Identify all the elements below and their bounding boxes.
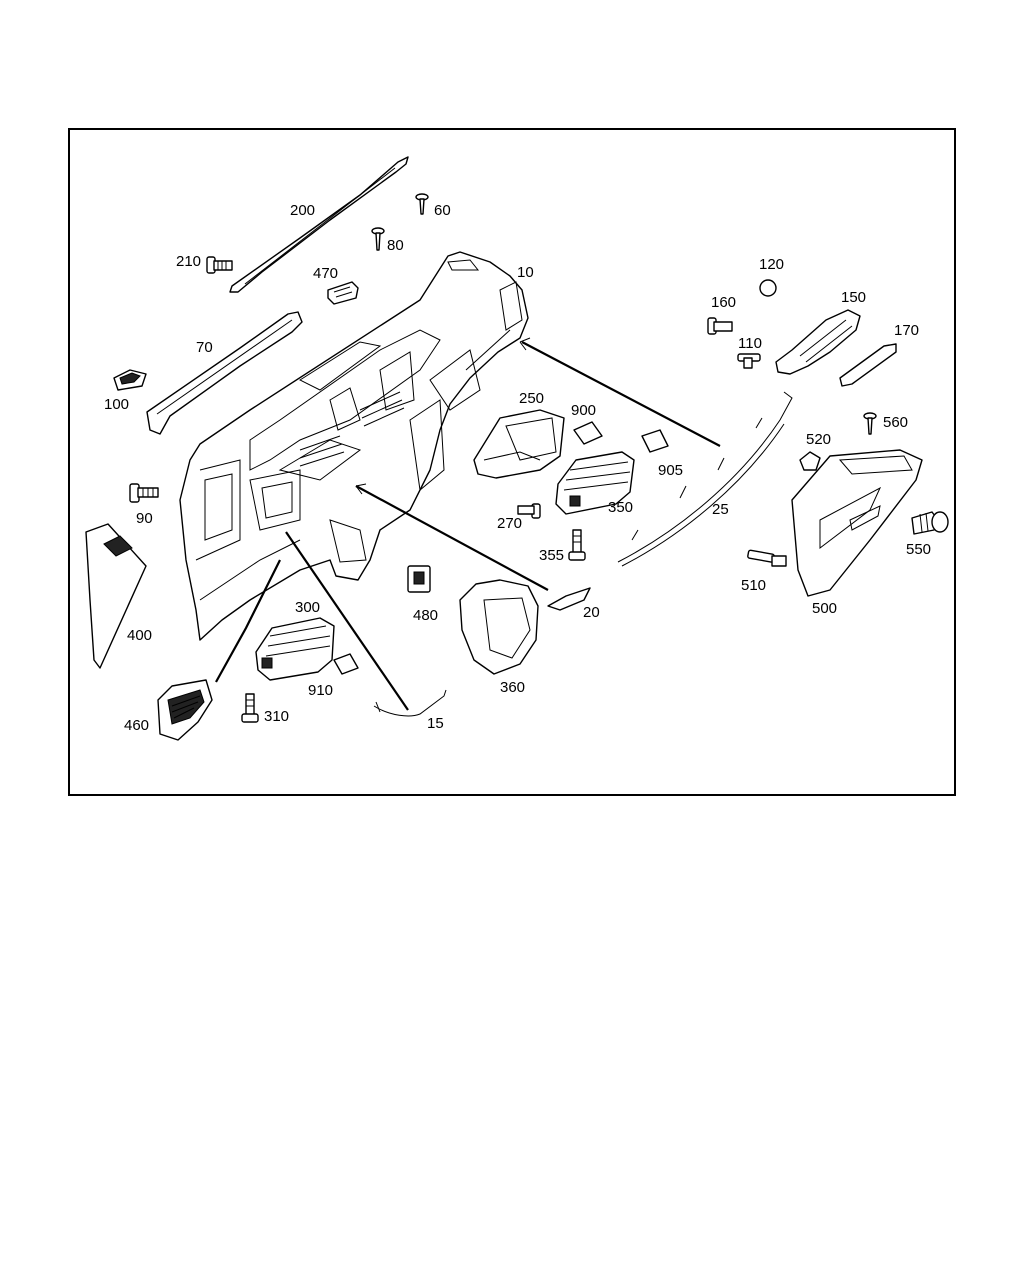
callout-110: 110 <box>738 335 762 352</box>
part-25-cable <box>617 391 793 567</box>
callout-905: 905 <box>658 462 683 479</box>
part-550-lock <box>911 511 949 535</box>
part-310-bolt <box>241 693 259 723</box>
part-905-label <box>641 429 669 453</box>
part-500-glove-box <box>791 449 923 597</box>
part-520-clip <box>799 451 821 471</box>
part-150-handle <box>775 309 861 375</box>
callout-400: 400 <box>127 627 152 644</box>
callout-80: 80 <box>387 237 404 254</box>
callout-250: 250 <box>519 390 544 407</box>
callout-90: 90 <box>136 510 153 527</box>
part-100-grille <box>113 369 147 391</box>
callout-500: 500 <box>812 600 837 617</box>
part-160-bolt <box>707 317 733 335</box>
callout-300: 300 <box>295 599 320 616</box>
callout-15: 15 <box>427 715 444 732</box>
part-300-module <box>255 617 335 681</box>
part-480-connector <box>407 565 431 593</box>
part-355-bolt <box>568 529 586 561</box>
part-510-latch <box>747 549 787 567</box>
callout-100: 100 <box>104 396 129 413</box>
callout-910: 910 <box>308 682 333 699</box>
callout-200: 200 <box>290 202 315 219</box>
callout-350: 350 <box>608 499 633 516</box>
part-20-bracket <box>547 587 591 611</box>
part-60-screw <box>415 193 429 215</box>
callout-520: 520 <box>806 431 831 448</box>
callout-510: 510 <box>741 577 766 594</box>
part-400-side-panel <box>85 523 147 669</box>
part-360-knee-panel <box>459 579 539 675</box>
part-90-bolt <box>129 483 159 503</box>
callout-20: 20 <box>583 604 600 621</box>
part-470-clip <box>327 281 359 305</box>
callout-310: 310 <box>264 708 289 725</box>
callout-25: 25 <box>712 501 729 518</box>
part-910-label <box>333 653 359 675</box>
callout-550: 550 <box>906 541 931 558</box>
callout-150: 150 <box>841 289 866 306</box>
part-70-trim <box>146 311 303 435</box>
callout-120: 120 <box>759 256 784 273</box>
callout-480: 480 <box>413 607 438 624</box>
callout-210: 210 <box>176 253 201 270</box>
part-80-screw <box>371 227 385 251</box>
callout-10: 10 <box>517 264 534 281</box>
part-250-airbag <box>473 409 565 479</box>
callout-160: 160 <box>711 294 736 311</box>
callout-560: 560 <box>883 414 908 431</box>
callout-170: 170 <box>894 322 919 339</box>
part-110-clip <box>737 353 761 369</box>
callout-355: 355 <box>539 547 564 564</box>
diagram-frame <box>68 128 956 796</box>
callout-labels: 10 15 20 25 60 70 80 90 100 110 120 150 … <box>104 202 931 734</box>
part-460-vent <box>157 679 213 741</box>
part-120-cap <box>759 279 777 297</box>
callout-360: 360 <box>500 679 525 696</box>
part-210-bolt <box>206 256 233 274</box>
part-350-module <box>555 451 635 515</box>
callout-70: 70 <box>196 339 213 356</box>
part-10-dashboard-carrier <box>179 251 529 641</box>
part-170-strip <box>839 343 897 387</box>
leader-lines <box>215 337 721 711</box>
part-900-label <box>573 421 603 445</box>
callout-460: 460 <box>124 717 149 734</box>
callout-60: 60 <box>434 202 451 219</box>
callout-900: 900 <box>571 402 596 419</box>
part-270-bolt <box>517 503 541 519</box>
part-15-cable <box>373 689 447 717</box>
callout-270: 270 <box>497 515 522 532</box>
part-200-strip <box>229 156 409 293</box>
part-560-screw <box>863 412 877 435</box>
callout-470: 470 <box>313 265 338 282</box>
